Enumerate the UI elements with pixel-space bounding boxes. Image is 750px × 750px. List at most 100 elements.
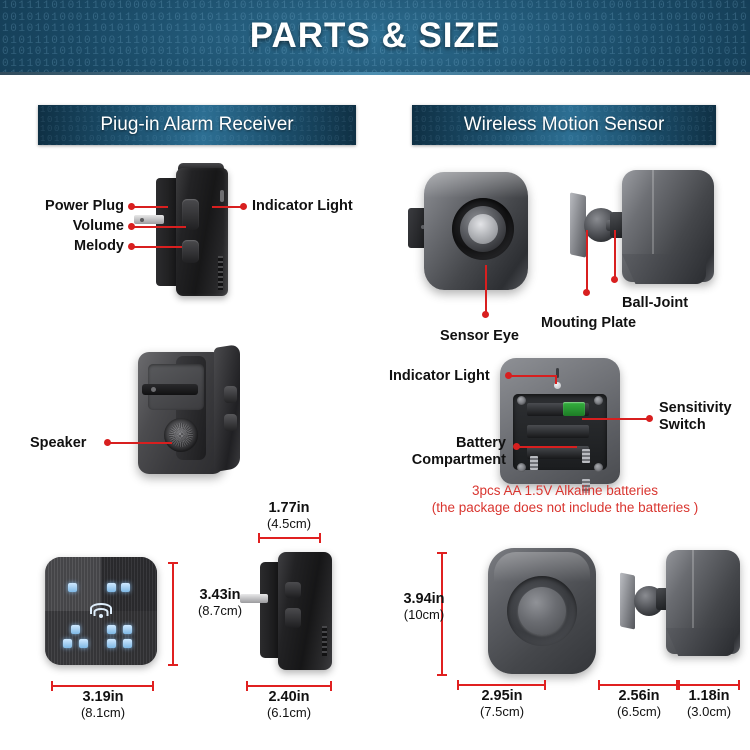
sensor-back-view-image <box>500 358 620 493</box>
receiver-side-button-1 <box>224 386 237 403</box>
wifi-icon <box>90 603 112 619</box>
receiver-led-2 <box>107 583 116 592</box>
dimension-rule-sensor-body <box>598 680 678 690</box>
dimension-value-cm: (10cm) <box>403 607 445 622</box>
receiver-led-8 <box>123 625 132 634</box>
callout-label-speaker: Speaker <box>30 435 87 451</box>
battery-cell-2 <box>527 425 589 438</box>
dimension-sensor-body: 2.56in (6.5cm) <box>600 689 678 720</box>
sensor-eye-mid-ring <box>460 206 506 252</box>
section-header-sensor: 1011110101110010000111010110101010110111… <box>412 105 716 145</box>
callout-line-melody <box>134 246 182 248</box>
receiver-side-dimension-image <box>240 552 342 670</box>
callout-label-indicator-light-receiver: Indicator Light <box>252 198 353 214</box>
dimension-value-inch: 2.40in <box>268 689 310 705</box>
battery-note-line2: (the package does not include the batter… <box>431 500 699 515</box>
receiver-iso-view-image <box>128 343 252 480</box>
dimension-rule-sensor-mount <box>678 680 740 690</box>
indicator-light-led <box>220 190 224 202</box>
callout-label-mouting-plate: Mouting Plate <box>541 315 637 331</box>
section-title-receiver: Piug-in Alarm Receiver <box>100 114 294 135</box>
dimension-tick-divider <box>677 680 679 690</box>
dimension-rule-receiver-width <box>51 681 154 691</box>
sensor-eye-outer-ring <box>452 198 514 260</box>
receiver-quadrant-4 <box>101 611 157 665</box>
callout-dot-melody <box>128 243 135 250</box>
section-title-sensor: Wireless Motion Sensor <box>463 114 665 135</box>
receiver-side-prong <box>240 594 268 603</box>
receiver-side-button-2 <box>224 414 237 431</box>
dimension-receiver-depth: 1.77in (4.5cm) <box>248 500 330 532</box>
callout-label-power-plug: Power Plug <box>45 198 124 214</box>
case-screw-1 <box>517 396 526 405</box>
power-plug-prong <box>134 215 164 224</box>
receiver-clip <box>142 384 198 395</box>
case-screw-2 <box>594 396 603 405</box>
receiver-right-face <box>214 343 240 473</box>
callout-label-indicator-light-sensor: Indicator Light <box>389 368 490 384</box>
callout-label-battery-line1: Battery <box>456 435 506 451</box>
dimension-value-inch: 1.77in <box>268 500 310 516</box>
callout-dot-battery-compartment <box>513 443 520 450</box>
callout-label-volume: Volume <box>72 218 124 234</box>
speaker-grille <box>164 418 198 452</box>
dimension-sensor-width: 2.95in (7.5cm) <box>461 689 543 720</box>
receiver-led-5 <box>63 639 72 648</box>
callout-dot-power-plug <box>128 203 135 210</box>
melody-button <box>182 240 199 263</box>
callout-dot-sensor-eye <box>482 311 489 318</box>
dimension-receiver-side-width: 2.40in (6.1cm) <box>248 689 330 721</box>
dimension-rule-receiver-height <box>168 562 178 666</box>
receiver-led-6 <box>79 639 88 648</box>
receiver-side-vent <box>322 626 327 656</box>
sensor-shell-highlight <box>424 172 528 198</box>
callout-line-volume <box>134 226 186 228</box>
sensor-side-mounting-plate <box>620 572 635 630</box>
receiver-led-3 <box>121 583 130 592</box>
case-screw-4 <box>594 463 603 472</box>
dimension-rule-receiver-side-width <box>246 681 332 691</box>
callout-line-mouting-plate <box>586 230 588 292</box>
page-title: PARTS & SIZE <box>249 16 501 55</box>
receiver-led-7 <box>107 625 116 634</box>
receiver-led-4 <box>71 625 80 634</box>
dimension-value-inch: 3.19in <box>82 689 124 705</box>
receiver-top-cap <box>178 163 224 171</box>
callout-dot-ball-joint <box>611 276 618 283</box>
sensor-eye-lens <box>468 214 498 244</box>
receiver-vents <box>218 256 223 290</box>
callout-label-ball-joint: Ball-Joint <box>622 295 689 311</box>
dimension-sensor-mount: 1.18in (3.0cm) <box>672 688 746 720</box>
callout-dot-speaker <box>104 439 111 446</box>
dimension-value-inch: 3.43in <box>199 587 241 603</box>
battery-contact-2 <box>582 449 590 463</box>
receiver-side-view-image <box>134 163 240 296</box>
sensor-lower-body <box>622 254 706 284</box>
callout-line-battery-compartment <box>519 446 577 448</box>
dimension-value-cm: (6.5cm) <box>616 704 662 719</box>
dimension-receiver-width: 3.19in (8.1cm) <box>62 689 144 721</box>
callout-label-battery-line2: Compartment <box>411 452 506 468</box>
dimension-value-cm: (7.5cm) <box>479 704 525 719</box>
receiver-side-button-a <box>285 582 301 598</box>
receiver-led-10 <box>123 639 132 648</box>
callout-dot-volume <box>128 223 135 230</box>
sensor-side-lower-body <box>666 628 734 656</box>
indicator-light-lens <box>554 382 561 389</box>
receiver-side-button-b <box>285 608 301 628</box>
dimension-value-cm: (4.5cm) <box>266 516 312 531</box>
callout-line-power-plug <box>134 206 168 208</box>
receiver-led-9 <box>107 639 116 648</box>
callout-line-indicator-light-sensor <box>511 375 557 377</box>
battery-contact-3 <box>582 479 590 493</box>
receiver-front-dimension-image <box>45 557 157 665</box>
dimension-value-cm: (8.7cm) <box>197 603 243 618</box>
callout-label-battery-compartment: Battery Compartment <box>388 435 506 469</box>
callout-dot-indicator-light-sensor <box>505 372 512 379</box>
dimension-sensor-height: 3.94in (10cm) <box>386 592 462 623</box>
receiver-front-face <box>45 557 157 665</box>
callout-dot-mouting-plate <box>583 289 590 296</box>
dimension-value-inch: 1.18in <box>688 688 730 704</box>
callout-line-speaker <box>110 442 172 444</box>
